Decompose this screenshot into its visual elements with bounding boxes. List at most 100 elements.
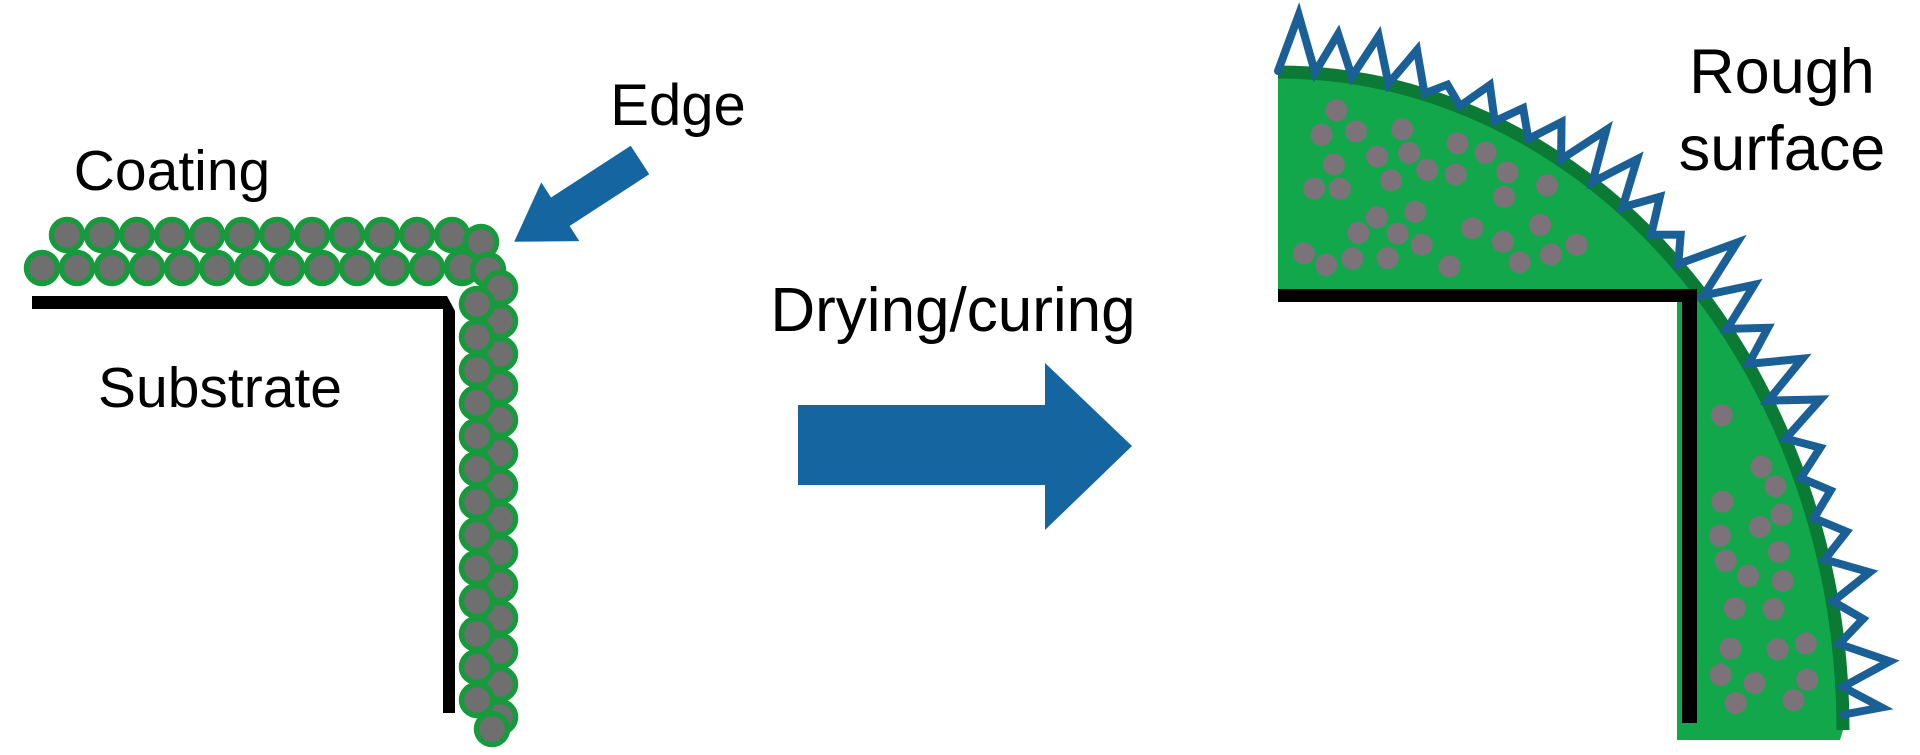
- embedded-particle-dot: [1398, 141, 1421, 164]
- coating-particle: [118, 216, 156, 254]
- coating-particle: [163, 249, 201, 287]
- embedded-particle-dot: [1303, 177, 1326, 200]
- embedded-particle-dot: [1709, 663, 1732, 686]
- coating-particle: [398, 216, 436, 254]
- embedded-particle-dot: [1794, 632, 1817, 655]
- embedded-particle-dot: [1496, 161, 1519, 184]
- coating-particle: [458, 450, 496, 488]
- coating-particle: [328, 216, 366, 254]
- coating-particle: [23, 249, 61, 287]
- embedded-particle-dot: [1710, 404, 1733, 427]
- coating-label: Coating: [74, 139, 270, 203]
- embedded-particle-dot: [1714, 549, 1737, 572]
- embedded-particle-dot: [1328, 177, 1351, 200]
- embedded-particle-dot: [1724, 692, 1747, 714]
- embedded-particle-dot: [1461, 217, 1484, 240]
- process-label: Drying/curing: [770, 276, 1135, 345]
- coating-particle: [458, 318, 496, 356]
- embedded-particle-dot: [1410, 233, 1433, 256]
- coating-particle: [363, 216, 401, 254]
- rough-surface-label-line2: surface: [1679, 114, 1886, 184]
- embedded-particle-dot: [1347, 221, 1370, 244]
- coating-particle: [458, 681, 496, 719]
- coating-particle: [473, 710, 511, 748]
- embedded-particle-dot: [1764, 475, 1787, 498]
- coating-particle: [458, 516, 496, 554]
- embedded-particle-dot: [1315, 253, 1337, 276]
- embedded-particle-dot: [1719, 637, 1742, 660]
- coating-particle: [258, 216, 296, 254]
- coating-particle: [458, 417, 496, 455]
- embedded-particle-dot: [1310, 123, 1333, 146]
- substrate-label: Substrate: [98, 356, 342, 420]
- embedded-particle-dot: [1770, 503, 1793, 526]
- embedded-particle-dot: [1386, 222, 1409, 245]
- coating-particle: [198, 249, 236, 287]
- rough-surface-edge: [1274, 2, 1900, 719]
- embedded-particle-dot: [1796, 668, 1819, 691]
- embedded-particle-dot: [1737, 564, 1760, 587]
- coating-particle: [458, 384, 496, 422]
- embedded-particle-dot: [1345, 120, 1367, 143]
- edge-label: Edge: [610, 73, 745, 138]
- coating-particles: [23, 216, 519, 748]
- right-substrate-line: [1278, 289, 1697, 723]
- coating-particle: [373, 249, 411, 287]
- embedded-particle-dot: [1771, 569, 1794, 592]
- embedded-particles: [1292, 99, 1819, 714]
- coating-particle: [458, 648, 496, 686]
- coating-particle: [188, 216, 226, 254]
- coating-particle: [408, 249, 446, 287]
- edge-arrow-icon: [514, 145, 650, 242]
- embedded-particle-dot: [1446, 132, 1469, 155]
- process-step: Drying/curing: [770, 276, 1136, 530]
- embedded-particle-dot: [1404, 200, 1427, 223]
- coating-particle: [48, 216, 86, 254]
- embedded-particle-dot: [1322, 153, 1345, 176]
- coating-particle: [458, 582, 496, 620]
- embedded-particle-dot: [1748, 515, 1771, 538]
- coating-particle: [268, 249, 306, 287]
- coating-particle: [458, 285, 496, 323]
- embedded-particle-dot: [1762, 598, 1785, 621]
- embedded-particle-dot: [1391, 118, 1414, 141]
- embedded-particle-dot: [1376, 247, 1399, 270]
- embedded-particle-dot: [1723, 597, 1746, 620]
- embedded-particle-dot: [1491, 230, 1514, 253]
- embedded-particle-dot: [1782, 689, 1805, 712]
- embedded-particle-dot: [1536, 174, 1559, 197]
- coating-particle: [58, 249, 96, 287]
- embedded-particle-dot: [1380, 169, 1403, 192]
- embedded-particle-dot: [1493, 185, 1515, 208]
- embedded-particle-dot: [1708, 524, 1731, 547]
- embedded-particle-dot: [1341, 247, 1364, 270]
- coating-particle: [93, 249, 131, 287]
- embedded-particle-dot: [1529, 214, 1552, 236]
- coating-particle: [458, 351, 496, 389]
- coating-particle: [303, 249, 341, 287]
- coating-particle: [458, 483, 496, 521]
- embedded-particle-dot: [1540, 243, 1562, 266]
- embedded-particle-dot: [1292, 242, 1315, 265]
- embedded-particle-dot: [1325, 99, 1348, 122]
- coating-particle: [83, 216, 121, 254]
- embedded-particle-dot: [1711, 490, 1734, 513]
- embedded-particle-dot: [1444, 163, 1467, 186]
- cured-coating-figure: Rough surface: [1274, 2, 1900, 740]
- embedded-particle-dot: [1743, 672, 1766, 695]
- process-arrow-icon: [798, 363, 1132, 530]
- coating-particle: [153, 216, 191, 254]
- coating-particle: [233, 249, 271, 287]
- coating-particle: [458, 549, 496, 587]
- embedded-particle-dot: [1750, 455, 1773, 478]
- embedded-particle-dot: [1474, 141, 1497, 164]
- rough-surface-label-line1: Rough: [1689, 37, 1875, 107]
- embedded-particle-dot: [1438, 255, 1461, 278]
- embedded-particle-dot: [1416, 159, 1439, 181]
- embedded-particle-dot: [1767, 541, 1790, 563]
- embedded-particle-dot: [1508, 251, 1531, 274]
- coating-particle: [433, 216, 471, 254]
- coating-particle: [338, 249, 376, 287]
